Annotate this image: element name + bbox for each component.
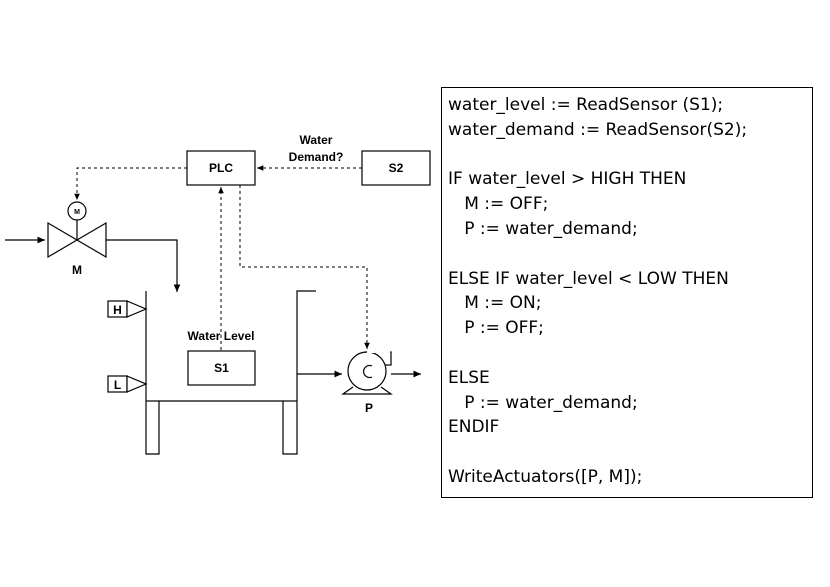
code-line: water_level := ReadSensor (S1);: [448, 95, 724, 115]
s1-box: [187, 350, 256, 386]
motor-symbol: M: [74, 209, 80, 216]
code-line: P := water_demand;: [448, 392, 638, 413]
valve-m-icon: [47, 201, 107, 259]
tank: [145, 290, 316, 455]
code-line: ELSE IF water_level < LOW THEN: [448, 268, 729, 289]
code-line: ELSE: [448, 367, 490, 388]
s1-label: S1: [214, 361, 229, 375]
code-line: M := ON;: [448, 293, 542, 314]
low-level-sensor-icon: [107, 375, 148, 393]
code-line: water_demand := ReadSensor(S2);: [448, 119, 748, 140]
pump-label: P: [365, 401, 373, 415]
plc-box: [186, 150, 256, 186]
code-line: [448, 242, 806, 267]
code-line: [448, 143, 806, 168]
high-level-sensor-icon: [107, 300, 148, 318]
code-line: ENDIF: [448, 417, 500, 438]
code-line: [448, 440, 806, 465]
water-demand-label-line2: Demand?: [289, 150, 344, 164]
code-line: M := OFF;: [448, 194, 549, 215]
code-line: P := water_demand;: [448, 218, 638, 239]
plc-code-box: water_level := ReadSensor (S1); water_de…: [441, 87, 813, 498]
low-level-label: L: [114, 378, 121, 392]
code-line: WriteActuators([P, M]);: [448, 466, 643, 487]
plc-to-valve-signal: [74, 167, 187, 200]
plc-to-pump-signal: [239, 185, 370, 349]
water-level-label: Water Level: [188, 329, 255, 343]
plc-label: PLC: [209, 161, 233, 175]
pump-p-icon: [341, 351, 393, 395]
water-demand-label-line1: Water: [300, 133, 333, 147]
s2-label: S2: [389, 161, 404, 175]
valve-outlet-pipe: [106, 239, 181, 292]
code-line: IF water_level > HIGH THEN: [448, 169, 687, 190]
motor-label: M: [72, 263, 82, 277]
code-line: [448, 341, 806, 366]
code-line: P := OFF;: [448, 318, 544, 339]
high-level-label: H: [113, 303, 122, 317]
